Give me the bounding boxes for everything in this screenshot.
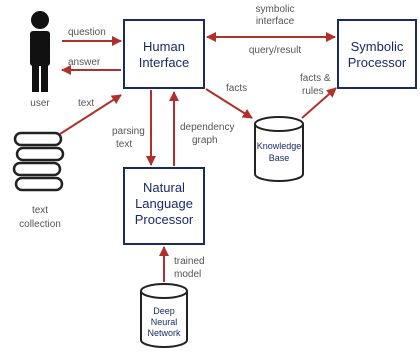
nlp-label-3: Processor — [135, 212, 194, 227]
nlp-box — [123, 167, 205, 245]
facts-rules-label-2: rules — [302, 86, 324, 97]
trained-model-label-2: model — [174, 269, 201, 280]
human-interface-label-1: Human — [143, 39, 185, 54]
question-label: question — [68, 27, 106, 38]
dependency-graph-label-1: dependency — [180, 122, 235, 133]
facts-arrow — [205, 88, 253, 119]
dnn-label-3: Network — [147, 328, 181, 338]
answer-label: answer — [68, 57, 101, 68]
deep-neural-network-cylinder — [140, 283, 188, 348]
symbolic-processor-label-2: Processor — [348, 55, 407, 70]
text-arrow — [59, 94, 122, 135]
dnn-label-2: Neural — [151, 317, 178, 327]
query-result-label: query/result — [249, 45, 301, 56]
trained-model-label-1: trained — [174, 256, 205, 267]
human-interface-label-2: Interface — [139, 55, 190, 70]
symbolic-interface-label-2: interface — [256, 16, 295, 27]
knowledge-base-cylinder — [254, 116, 304, 182]
knowledge-base-label-2: Base — [269, 153, 290, 163]
knowledge-base-label-1: Knowledge — [257, 141, 302, 151]
facts-rules-label-1: facts & — [300, 73, 331, 84]
facts-label: facts — [226, 83, 247, 94]
dnn-label-1: Deep — [153, 306, 175, 316]
user-icon — [30, 11, 50, 92]
parsing-text-label-1: parsing — [112, 126, 145, 137]
dependency-graph-label-2: graph — [192, 135, 218, 146]
nlp-label-2: Language — [135, 196, 193, 211]
parsing-text-label-2: text — [116, 139, 132, 150]
symbolic-processor-label-1: Symbolic — [351, 39, 404, 54]
facts-rules-arrow — [301, 87, 337, 119]
text-collection-label-2: collection — [19, 219, 61, 230]
symbolic-processor-box — [337, 19, 417, 89]
human-interface-box — [123, 19, 205, 89]
text-edge-label: text — [78, 98, 94, 109]
symbolic-interface-label-1: symbolic — [256, 4, 295, 15]
nlp-label-1: Natural — [143, 180, 185, 195]
books-icon — [12, 131, 65, 192]
user-label: user — [30, 98, 50, 109]
text-collection-label-1: text — [32, 205, 48, 216]
